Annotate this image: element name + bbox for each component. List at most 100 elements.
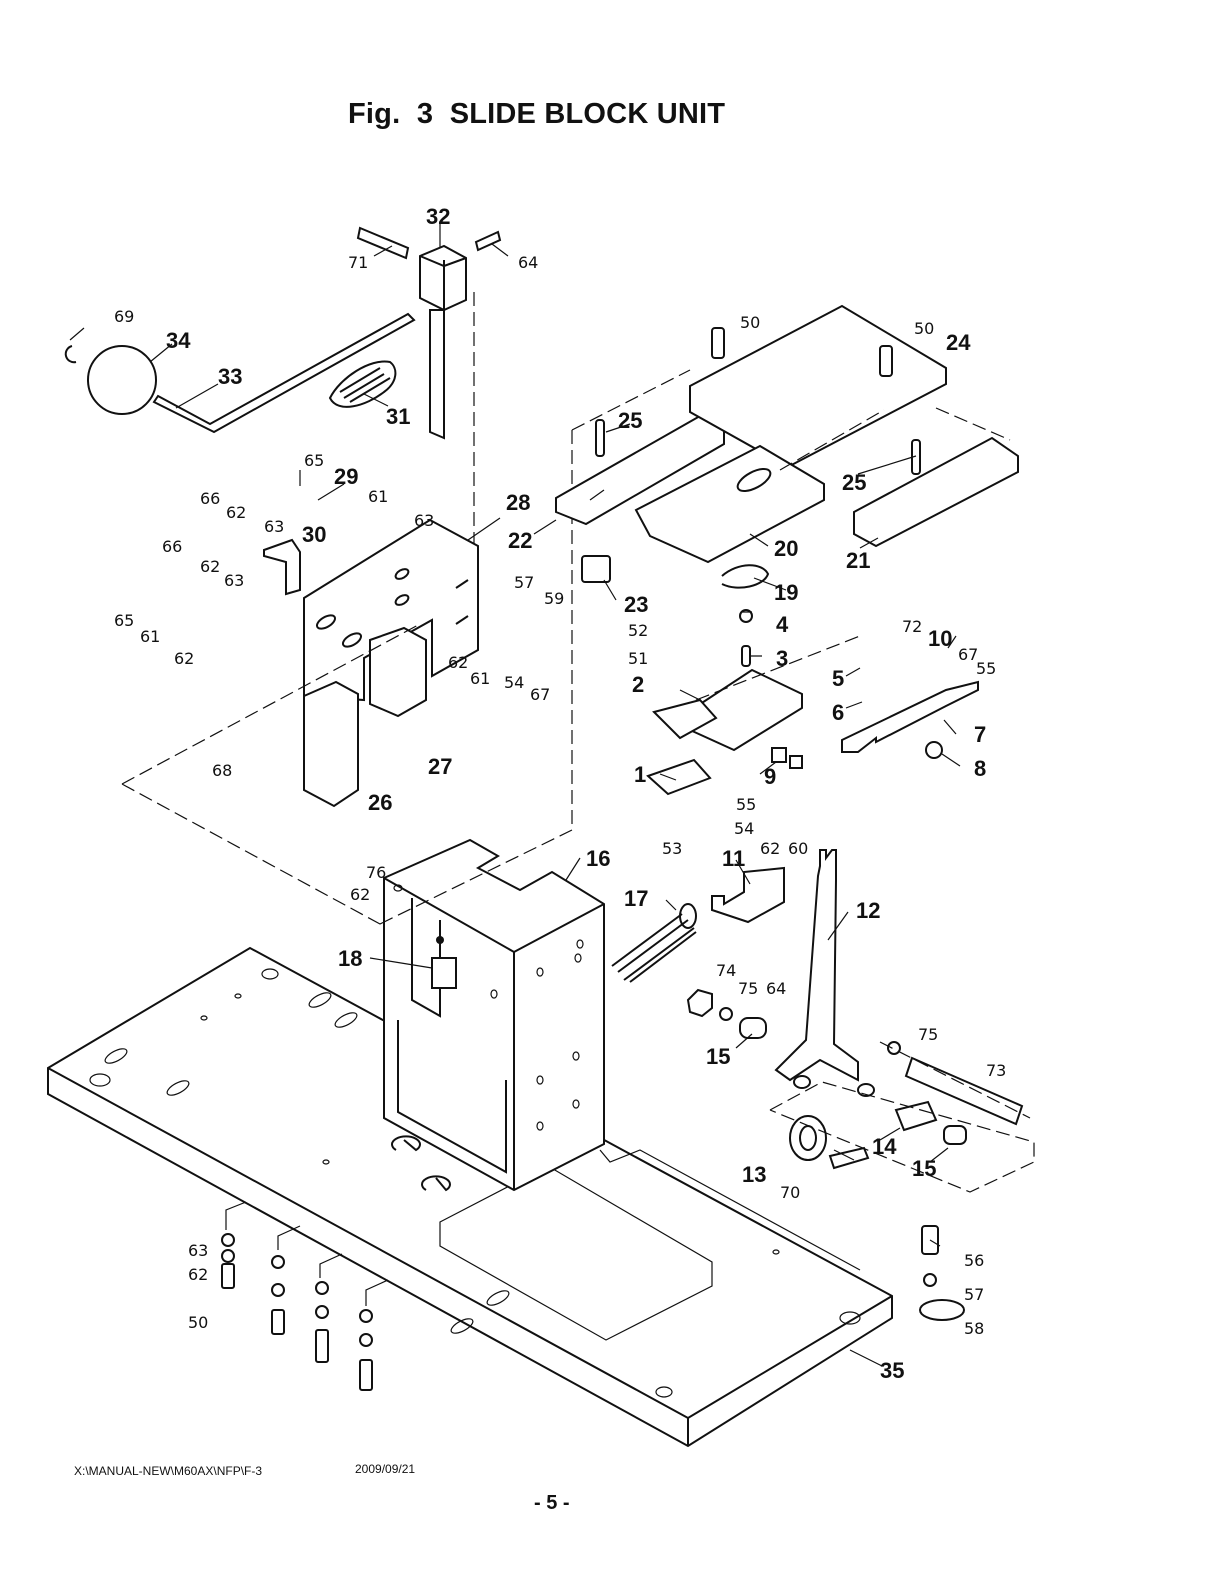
callout-1: 1 (634, 762, 646, 787)
figure-title: Fig. 3 SLIDE BLOCK UNIT (348, 98, 726, 130)
callout-61-mid: 61 (470, 669, 490, 688)
callout-13: 13 (742, 1162, 766, 1187)
callout-22: 22 (508, 528, 532, 553)
callout-62-c: 62 (174, 649, 194, 668)
slide-frame (383, 838, 605, 1192)
callout-65-left: 65 (114, 611, 134, 630)
callout-21: 21 (846, 548, 870, 573)
mounting-plate-28 (121, 430, 573, 925)
callout-70: 70 (780, 1183, 800, 1202)
spring-17 (611, 903, 697, 983)
callout-56: 56 (964, 1251, 984, 1270)
callout-15-lower: 15 (912, 1156, 936, 1181)
major-callouts: 1 2 3 4 5 6 7 8 9 10 11 12 13 14 15 15 1… (166, 204, 986, 1383)
callout-6: 6 (832, 700, 844, 725)
callout-15-upper: 15 (706, 1044, 730, 1069)
callout-69: 69 (114, 307, 134, 326)
callout-52: 52 (628, 621, 648, 640)
callout-62-e: 62 (760, 839, 780, 858)
callout-62-base: 62 (188, 1265, 208, 1284)
callout-8: 8 (974, 756, 986, 781)
callout-26: 26 (368, 790, 392, 815)
hardware-callouts: 50 50 50 51 52 53 54 54 55 55 56 57 57 5… (114, 253, 1006, 1338)
callout-67-left: 67 (530, 685, 550, 704)
bracket-and-lever (711, 849, 875, 1097)
callout-75-right: 75 (918, 1025, 938, 1044)
callout-32: 32 (426, 204, 450, 229)
callout-57-upper: 57 (514, 573, 534, 592)
callout-4: 4 (776, 612, 789, 637)
callout-72: 72 (902, 617, 922, 636)
callout-7: 7 (974, 722, 986, 747)
callout-66-a: 66 (200, 489, 220, 508)
callout-3: 3 (776, 646, 788, 671)
callout-19: 19 (774, 580, 798, 605)
base-screws (221, 1201, 965, 1391)
callout-61-left: 61 (140, 627, 160, 646)
callout-65-top: 65 (304, 451, 324, 470)
callout-17: 17 (624, 886, 648, 911)
callout-62-b: 62 (200, 557, 220, 576)
callout-62-frame: 62 (350, 885, 370, 904)
callout-63-a: 63 (264, 517, 284, 536)
callout-67-right: 67 (958, 645, 978, 664)
callout-68: 68 (212, 761, 232, 780)
callout-57-base: 57 (964, 1285, 984, 1304)
callout-34: 34 (166, 328, 191, 353)
footer-date: 2009/09/21 (355, 1462, 416, 1476)
callout-66-b: 66 (162, 537, 182, 556)
callout-63-b: 63 (224, 571, 244, 590)
callout-10: 10 (928, 626, 952, 651)
callout-18: 18 (338, 946, 362, 971)
callout-54-left: 54 (504, 673, 524, 692)
callout-28: 28 (506, 490, 530, 515)
callout-30: 30 (302, 522, 326, 547)
callout-64-top: 64 (518, 253, 538, 272)
callout-25-right: 25 (842, 470, 866, 495)
callout-16: 16 (586, 846, 610, 871)
callout-23: 23 (624, 592, 648, 617)
callout-63-base: 63 (188, 1241, 208, 1260)
slide-block (646, 609, 979, 796)
callout-35: 35 (880, 1358, 904, 1383)
callout-24: 24 (946, 330, 971, 355)
callout-75-left: 75 (738, 979, 758, 998)
callout-76: 76 (366, 863, 386, 882)
callout-59: 59 (544, 589, 564, 608)
callout-27: 27 (428, 754, 452, 779)
callout-50-top-left: 50 (740, 313, 760, 332)
callout-50-base: 50 (188, 1313, 208, 1332)
callout-73: 73 (986, 1061, 1006, 1080)
callout-53: 53 (662, 839, 682, 858)
pivot-hardware (686, 988, 1035, 1193)
callout-50-top-right: 50 (914, 319, 934, 338)
callout-55-right: 55 (976, 659, 996, 678)
leader-lines (69, 222, 961, 1367)
callout-60: 60 (788, 839, 808, 858)
callout-62-d: 62 (448, 653, 468, 672)
callout-12: 12 (856, 898, 880, 923)
callout-11: 11 (722, 846, 745, 871)
footer-file-path: X:\MANUAL-NEW\M60AX\NFP\F-3 (74, 1464, 263, 1478)
callout-64-lower: 64 (766, 979, 786, 998)
callout-29: 29 (334, 464, 358, 489)
callout-58: 58 (964, 1319, 984, 1338)
callout-20: 20 (774, 536, 798, 561)
callout-55-lower: 55 (736, 795, 756, 814)
callout-5: 5 (832, 666, 844, 691)
callout-31: 31 (386, 404, 410, 429)
callout-14: 14 (872, 1134, 897, 1159)
base-plate (47, 946, 893, 1448)
callout-9: 9 (764, 764, 776, 789)
callout-63-c: 63 (414, 511, 434, 530)
callout-33: 33 (218, 364, 242, 389)
callout-74: 74 (716, 961, 736, 980)
callout-2: 2 (632, 672, 644, 697)
callout-51: 51 (628, 649, 648, 668)
callout-25-left: 25 (618, 408, 642, 433)
callout-71: 71 (348, 253, 368, 272)
callout-61-top: 61 (368, 487, 388, 506)
callout-62-a: 62 (226, 503, 246, 522)
callout-54-right: 54 (734, 819, 754, 838)
